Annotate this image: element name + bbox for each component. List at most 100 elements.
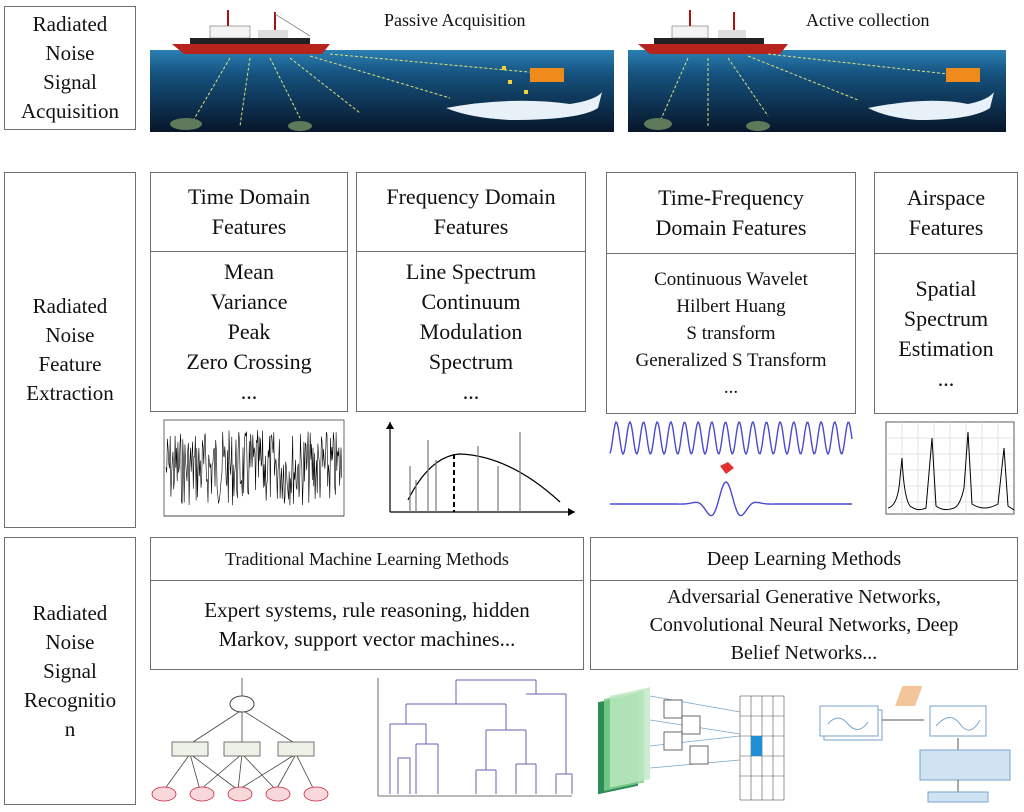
observation-nodes: [151, 786, 329, 802]
sonar-beacon: [946, 68, 980, 82]
root-node: [229, 695, 255, 713]
frequency-spectrum-plot: [386, 422, 575, 516]
row-label-line: Signal: [43, 70, 97, 94]
feature-item: ...: [937, 365, 955, 391]
time-frequency-items: Continuous Wavelet Hilbert Huang S trans…: [606, 253, 856, 414]
row-label-line: Noise: [45, 629, 95, 654]
frequency-domain-items: Line Spectrum Continuum Modulation Spect…: [356, 251, 586, 412]
time-domain-waveform: [163, 419, 345, 517]
active-collection-title: Active collection: [806, 10, 930, 30]
method-line: Convolutional Neural Networks, Deep: [649, 614, 959, 636]
turtle-shape: [746, 121, 770, 131]
turtle-shape: [170, 118, 202, 130]
feature-title-line: Airspace: [906, 185, 986, 210]
feature-item: Estimation: [898, 335, 994, 361]
feature-item: Continuous Wavelet: [654, 269, 808, 290]
feature-title-line: Features: [211, 214, 287, 239]
sensor-lines: [189, 53, 551, 127]
spectrum-peaks: [887, 431, 1015, 511]
cnn-diagram: [598, 687, 785, 801]
sonar-beacon: [530, 68, 564, 82]
spatial-spectrum-plot: [885, 421, 1015, 515]
deep-learning-body: Adversarial Generative Networks, Convolu…: [590, 580, 1018, 670]
traditional-ml-body: Expert systems, rule reasoning, hidden M…: [150, 580, 584, 670]
row-label-line: Noise: [45, 323, 95, 347]
active-collection-scene: [628, 10, 1006, 132]
feature-map-stack: [598, 687, 650, 795]
method-line: Adversarial Generative Networks,: [667, 586, 941, 608]
row-label-recognition: Radiated Noise Signal Recognitio n: [4, 537, 136, 805]
turtle-shape: [288, 121, 312, 131]
feature-item: ...: [462, 378, 480, 404]
feature-item: ...: [723, 377, 739, 398]
lstm-block: [919, 749, 1011, 781]
feature-item: Spectrum: [428, 348, 514, 374]
airspace-title: Airspace Features: [874, 172, 1018, 254]
row-label-line: Extraction: [26, 381, 114, 405]
row-label-acquisition: Radiated Noise Signal Acquisition: [4, 6, 136, 130]
row-label-extraction: Radiated Noise Feature Extraction: [4, 172, 136, 528]
feature-item: Zero Crossing: [186, 348, 312, 374]
feature-title-line: Time Domain: [187, 184, 311, 209]
feature-item: S transform: [686, 323, 776, 344]
yellow-markers: [502, 66, 528, 94]
feature-item: Spectrum: [903, 305, 989, 331]
feature-item: Mean: [223, 258, 275, 284]
line-spectrum: [409, 432, 521, 512]
row-label-line: Radiated: [32, 600, 108, 625]
feature-item: Variance: [210, 288, 288, 314]
feature-item: Generalized S Transform: [635, 350, 827, 371]
time-frequency-title: Time-Frequency Domain Features: [606, 172, 856, 254]
wavelet-wave: [610, 481, 852, 517]
time-domain-title: Time Domain Features: [150, 172, 348, 252]
frequency-domain-title: Frequency Domain Features: [356, 172, 586, 252]
time-frequency-waves: [609, 420, 853, 517]
active-cell: [751, 736, 762, 756]
feature-title-line: Features: [908, 215, 984, 240]
feature-item: Spatial: [915, 275, 977, 301]
method-line: Belief Networks...: [730, 642, 878, 664]
cnn-layer-blocks: [663, 699, 709, 765]
sensor-lines: [657, 53, 949, 127]
feature-title-line: Domain Features: [655, 215, 807, 240]
stft-block: [895, 686, 923, 706]
bayesian-network-diagram: [151, 678, 329, 802]
feature-item: Hilbert Huang: [676, 296, 786, 317]
row-label-line: n: [64, 716, 76, 741]
transform-marker: [720, 462, 734, 474]
dendrogram-branches: [389, 679, 573, 794]
row-label-line: Noise: [45, 41, 95, 65]
feature-title-line: Frequency Domain: [386, 184, 556, 209]
dendrogram-chart: [377, 678, 573, 797]
row-label-line: Acquisition: [21, 99, 119, 123]
feature-item: ...: [240, 378, 258, 404]
deep-learning-title: Deep Learning Methods: [590, 537, 1018, 581]
turtle-shape: [644, 118, 672, 130]
research-ship: [638, 10, 788, 54]
whale-shape: [868, 92, 994, 120]
feature-item: Line Spectrum: [405, 258, 537, 284]
method-line: Expert systems, rule reasoning, hidden: [204, 598, 530, 622]
feature-item: Continuum: [421, 288, 521, 314]
airspace-items: Spatial Spectrum Estimation ...: [874, 253, 1018, 414]
research-ship: [172, 10, 330, 54]
feature-title-line: Time-Frequency: [658, 185, 804, 210]
whale-shape: [446, 92, 602, 120]
feature-item: Peak: [227, 318, 271, 344]
lstm-diagram: [819, 686, 1011, 803]
row-label-line: Radiated: [32, 12, 108, 36]
time-domain-items: Mean Variance Peak Zero Crossing ...: [150, 251, 348, 412]
traditional-ml-title: Traditional Machine Learning Methods: [150, 537, 584, 581]
hidden-nodes: [171, 741, 315, 757]
ocean-water: [628, 50, 1006, 132]
feature-item: Modulation: [419, 318, 523, 344]
noise-trace: [165, 430, 342, 506]
method-line: Markov, support vector machines...: [218, 627, 516, 651]
passive-acquisition-title: Passive Acquisition: [384, 10, 526, 30]
passive-acquisition-scene: [150, 10, 614, 132]
output-block: [927, 791, 989, 803]
row-label-line: Feature: [38, 352, 102, 376]
feature-title-line: Features: [433, 214, 509, 239]
row-label-line: Recognitio: [23, 687, 117, 712]
row-label-line: Signal: [43, 658, 97, 683]
